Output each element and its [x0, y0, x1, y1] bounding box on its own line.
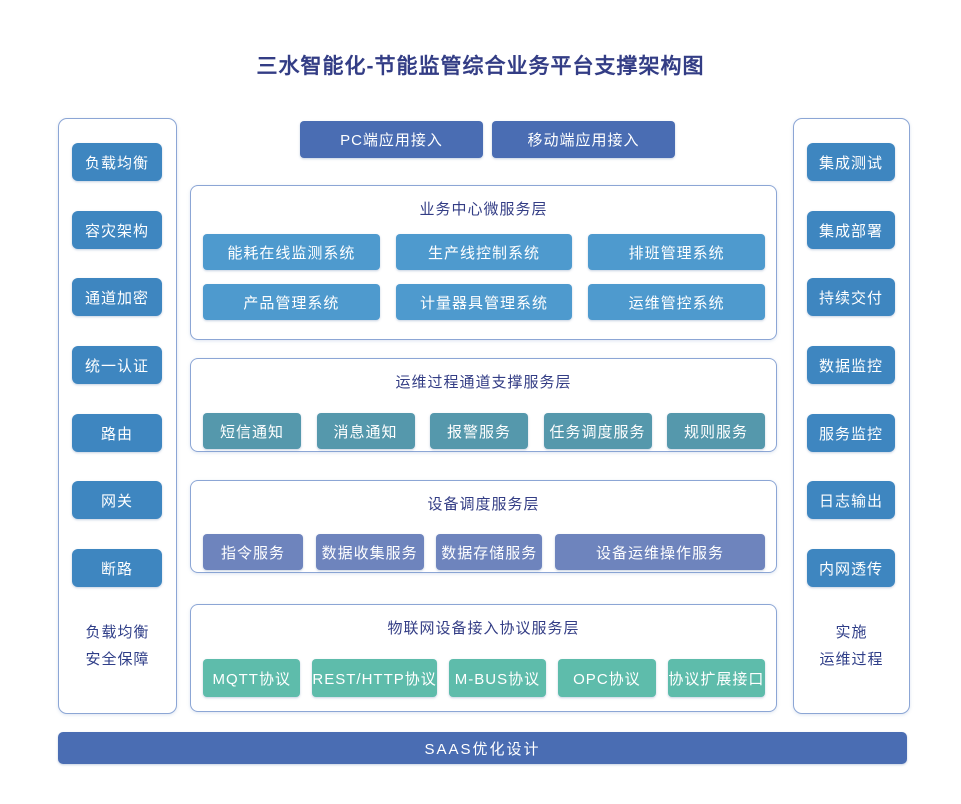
service-node: 任务调度服务 — [543, 413, 652, 449]
layer-device-scheduling: 设备调度服务层 指令服务 数据收集服务 数据存储服务 设备运维操作服务 — [190, 480, 777, 573]
layer-channel-support: 运维过程通道支撑服务层 短信通知 消息通知 报警服务 任务调度服务 规则服务 — [190, 358, 777, 452]
service-node: 规则服务 — [667, 413, 765, 449]
right-panel-node: 数据监控 — [807, 346, 895, 384]
service-node: 报警服务 — [430, 413, 528, 449]
service-node: 排班管理系统 — [588, 234, 766, 270]
left-panel-node: 容灾架构 — [72, 211, 162, 249]
right-panel: 集成测试 集成部署 持续交付 数据监控 服务监控 日志输出 内网透传 实施 运维… — [793, 118, 910, 714]
layer-title: 设备调度服务层 — [427, 496, 540, 513]
left-panel-node: 负载均衡 — [72, 143, 162, 181]
left-panel: 负载均衡 容灾架构 通道加密 统一认证 路由 网关 断路 负载均衡 安全保障 — [58, 118, 177, 714]
left-panel-caption: 负载均衡 安全保障 — [59, 619, 176, 673]
layer-row: 产品管理系统 计量器具管理系统 运维管控系统 — [203, 284, 766, 320]
left-panel-caption-line: 安全保障 — [85, 651, 150, 668]
protocol-node: 协议扩展接口 — [667, 659, 766, 697]
service-node: 产品管理系统 — [203, 284, 380, 320]
layer-row: 短信通知 消息通知 报警服务 任务调度服务 规则服务 — [203, 413, 765, 449]
layer-iot-protocols: 物联网设备接入协议服务层 MQTT协议 REST/HTTP协议 M-BUS协议 … — [190, 604, 777, 712]
protocol-node: MQTT协议 — [203, 659, 301, 697]
layer-title: 运维过程通道支撑服务层 — [395, 374, 572, 391]
layer-row: 指令服务 数据收集服务 数据存储服务 设备运维操作服务 — [203, 534, 765, 570]
service-node: 消息通知 — [316, 413, 415, 449]
right-panel-caption-line: 运维过程 — [819, 651, 884, 668]
service-node: 运维管控系统 — [588, 284, 766, 320]
right-panel-caption-line: 实施 — [835, 624, 868, 641]
service-node: 数据收集服务 — [315, 534, 424, 570]
right-panel-caption: 实施 运维过程 — [794, 619, 909, 673]
right-panel-node: 服务监控 — [807, 414, 895, 452]
protocol-node: M-BUS协议 — [448, 659, 547, 697]
right-panel-node: 内网透传 — [807, 549, 895, 587]
protocol-node: REST/HTTP协议 — [312, 659, 437, 697]
layer-business-microservices: 业务中心微服务层 能耗在线监测系统 生产线控制系统 排班管理系统 产品管理系统 … — [190, 185, 777, 340]
service-node: 计量器具管理系统 — [395, 284, 573, 320]
left-panel-caption-line: 负载均衡 — [85, 624, 150, 641]
left-panel-node: 网关 — [72, 481, 162, 519]
left-panel-node: 统一认证 — [72, 346, 162, 384]
layer-title: 物联网设备接入协议服务层 — [387, 620, 580, 637]
protocol-node: OPC协议 — [558, 659, 656, 697]
right-panel-node: 持续交付 — [807, 278, 895, 316]
saas-footer-bar: SAAS优化设计 — [58, 732, 907, 764]
service-node: 短信通知 — [203, 413, 301, 449]
mobile-access-node: 移动端应用接入 — [492, 121, 675, 158]
layer-title: 业务中心微服务层 — [419, 201, 548, 218]
service-node: 指令服务 — [203, 534, 303, 570]
service-node: 能耗在线监测系统 — [203, 234, 380, 270]
left-panel-node: 路由 — [72, 414, 162, 452]
service-node: 生产线控制系统 — [395, 234, 573, 270]
left-panel-node: 通道加密 — [72, 278, 162, 316]
pc-access-node: PC端应用接入 — [300, 121, 483, 158]
layer-row: 能耗在线监测系统 生产线控制系统 排班管理系统 — [203, 234, 766, 270]
right-panel-node: 集成测试 — [807, 143, 895, 181]
left-panel-node: 断路 — [72, 549, 162, 587]
service-node: 设备运维操作服务 — [554, 534, 765, 570]
diagram-title: 三水智能化-节能监管综合业务平台支撑架构图 — [256, 55, 705, 78]
right-panel-node: 集成部署 — [807, 211, 895, 249]
layer-row: MQTT协议 REST/HTTP协议 M-BUS协议 OPC协议 协议扩展接口 — [203, 659, 766, 697]
right-panel-node: 日志输出 — [807, 481, 895, 519]
service-node: 数据存储服务 — [436, 534, 543, 570]
